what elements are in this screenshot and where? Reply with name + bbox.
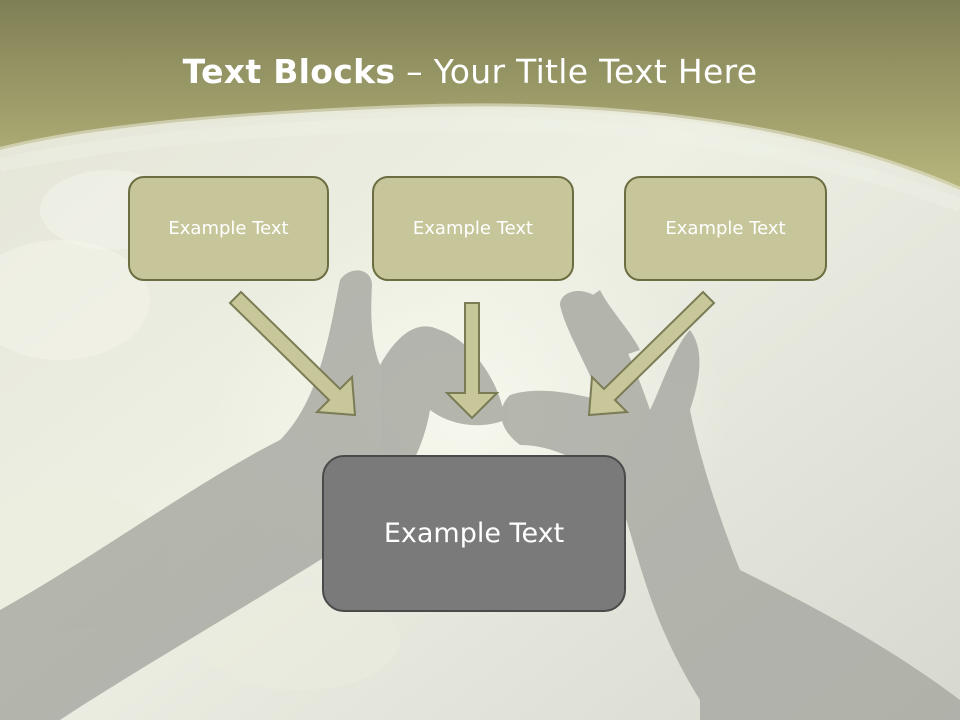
title-rest: Your Title Text Here	[433, 52, 758, 91]
text-block-center-label: Example Text	[412, 218, 534, 239]
title-bold: Text Blocks	[182, 52, 396, 91]
arrow-left	[228, 290, 357, 417]
slide-title: Text Blocks – Your Title Text Here	[0, 52, 940, 91]
title-separator: –	[395, 52, 434, 91]
text-block-result-label: Example Text	[383, 518, 565, 549]
text-block-left-label: Example Text	[168, 218, 289, 239]
text-block-right[interactable]: Example Text	[624, 176, 827, 281]
arrow-center	[444, 302, 500, 420]
arrow-right	[587, 290, 716, 417]
text-block-result[interactable]: Example Text	[322, 455, 626, 612]
text-block-left[interactable]: Example Text	[128, 176, 329, 281]
text-block-right-label: Example Text	[665, 218, 786, 239]
text-block-center[interactable]: Example Text	[372, 176, 574, 281]
